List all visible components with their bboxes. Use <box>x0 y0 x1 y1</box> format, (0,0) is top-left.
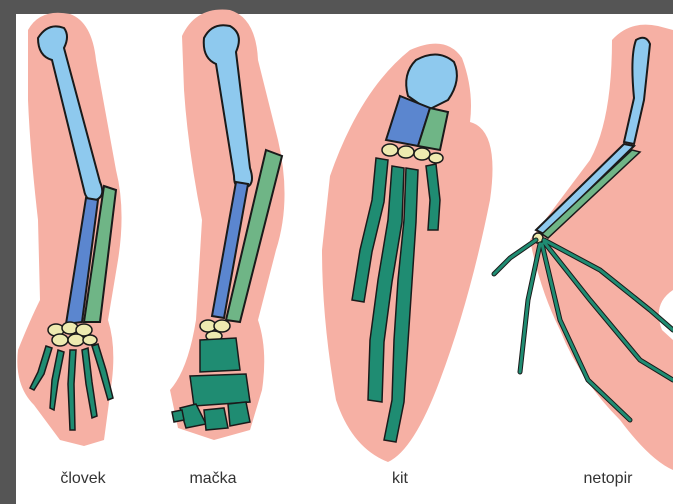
cat-leg <box>170 10 285 440</box>
label-human: človek <box>23 470 143 488</box>
label-whale: kit <box>340 470 460 488</box>
bat-wing <box>494 25 673 470</box>
label-cat: mačka <box>153 470 273 488</box>
human-carpals <box>48 322 97 346</box>
label-bat: netopir <box>548 470 668 488</box>
whale-flipper <box>322 44 493 462</box>
bat-skin <box>530 25 673 470</box>
human-arm <box>17 13 121 446</box>
